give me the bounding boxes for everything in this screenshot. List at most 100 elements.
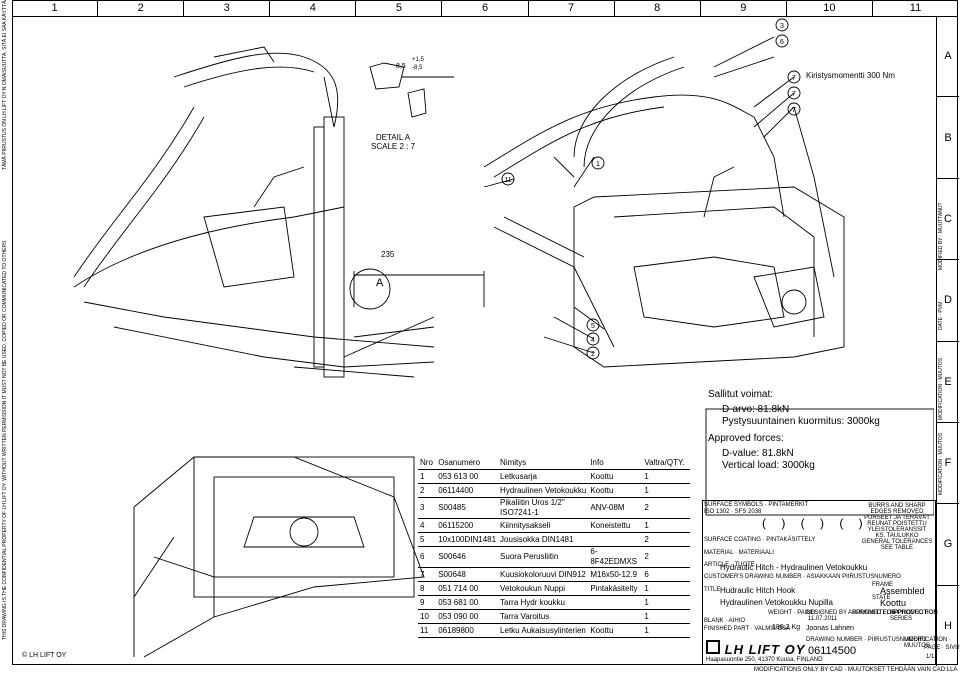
cell: 06115200 [436,518,499,533]
designer-name: Joonas Lahnen [806,625,854,632]
header-cell: Valtra/QTY. [642,456,690,470]
row-label: H [944,619,952,632]
cell: Koottu [588,483,643,498]
strip-modification: MODIFICATION · MUUTOS [938,357,944,420]
cell: 1 [642,581,690,596]
cell: 11 [418,623,437,638]
column-label: 10 [787,0,873,16]
cell: Hydraulinen Vetokoukku [498,483,589,498]
tolerance-notes: BURRS AND SHARP EDGES REMOVED PURSEET JA… [858,503,936,551]
finished-part-label: FINISHED PART · VALMIS OSA [704,626,791,632]
cell: Letku Aukaisusylinterien [498,623,589,638]
cell: 2 [642,546,690,568]
row-ruler: A B C D E F G H [936,16,959,666]
title-label: TITLE [704,587,721,593]
cell: Pikaliitin Uros 1/2" ISO7241-1 [498,497,589,519]
detail-a-circle [349,268,391,310]
detail-a-title: DETAIL A SCALE 2 : 7 [371,133,415,151]
material: MATERIAL · MATERIAALI [704,550,774,556]
approved-forces: Sallitut voimat: D-arvo: 81.8kN Pystysuu… [708,389,880,472]
column-label: 4 [270,0,357,16]
balloon-3: 3 [780,23,784,30]
company-copyright: © LH LIFT OY [22,652,67,659]
cell: 1 [642,518,690,533]
balloon-1: 1 [596,161,600,168]
surface-symbols: SURFACE SYMBOLS · PINTAMERKIT [704,502,809,508]
dimension-235: 235 [381,250,395,259]
cell: Kuusiokoloruuvi DIN912 [498,567,589,582]
cell: 06189800 [436,623,499,638]
cell: 051 714 00 [436,581,499,596]
balloon-7: 7 [792,107,796,114]
cell [588,595,643,610]
cell: Jousisokka DIN1481 [498,532,589,547]
balloon-5: 5 [591,323,595,330]
column-label: 9 [701,0,787,16]
column-label: 7 [529,0,615,16]
cell: Koottu [588,623,643,638]
balloon-7: 7 [792,91,796,98]
surface-sub: ISO 1302 · SFS 2038 [704,509,762,515]
page-value: 1/1 [926,654,935,660]
cell: 10 [418,609,437,624]
cell: 1 [642,469,690,484]
cell: Kiinnitysakseli [498,518,589,533]
cell: 053 613 00 [436,469,499,484]
cell: Koneistettu [588,518,643,533]
cell: 1 [642,623,690,638]
title-en: Hudraulic Hitch Hook [720,586,796,595]
customers-number: CUSTOMER'S DRAWING NUMBER · ASIAKKAAN PI… [704,574,901,580]
balloon-6: 6 [780,39,784,46]
cell: Tarra Varoitus [498,609,589,624]
cell: 9 [418,595,437,610]
cell: 2 [642,532,690,547]
article: ARTICLE · TUOTE [704,562,755,568]
forces-d-arvo: D-arvo: 81.8kN [722,404,790,415]
header-cell: Info [588,456,643,470]
cell: S00648 [436,567,499,582]
torque-note: Kiristysmomentti 300 Nm [806,71,895,80]
column-label: 8 [615,0,701,16]
cell: 8 [418,581,437,596]
weight-number: 186.2 [772,624,790,631]
cell: Tarra Hydr koukku [498,595,589,610]
company-logo: LH LIFT OY [706,640,805,657]
modification-label: MODIFICATION · MUUTOS [904,637,951,649]
detail-a-scale: SCALE 2 : 7 [371,142,416,151]
cell: S00485 [436,497,499,519]
page-label: PAGE · SIVU [924,645,960,651]
company-address: Haapasuontie 250, 41370 Kuusa, FINLAND [706,657,823,663]
state-value: Koottu [880,598,907,608]
row-label: D [937,260,959,342]
strip-modified-by: MODIFIED BY · MUUTTANUT [938,202,944,270]
surface-symbol-row: ( ) ( ) ( ) [762,516,869,530]
cell: Suora Perusliitin [498,546,589,568]
column-label: 6 [442,0,529,16]
surface-coating: SURFACE COATING · PINTAKÄSITTELY [704,537,816,543]
column-ruler: 1 2 3 4 5 6 7 8 9 10 11 [12,0,958,17]
parts-list: Nro Osanumero Nimitys Info Valtra/QTY. 1… [418,456,690,638]
cell: 2 [418,483,437,498]
forces-vertical: Vertical load: 3000kg [722,460,815,471]
cell [588,532,643,547]
logo-text: LH LIFT OY [724,642,806,657]
cell: Pintakäsitelty [588,581,643,596]
approved-series: APPROVED FOR SERIES [890,610,938,622]
tol-line: SEE TABLE [880,545,914,551]
row-label: C [937,179,959,261]
title-fi: Hydraulinen Vetokoukku Nupilla [720,598,833,607]
cell: 1 [642,595,690,610]
designed-by-label: DESIGNED BY · SUUNNITTELIJA [806,610,899,616]
header-cell: Nro [418,456,437,470]
tol-line: YLEISTOLERANSSIT [867,527,927,533]
